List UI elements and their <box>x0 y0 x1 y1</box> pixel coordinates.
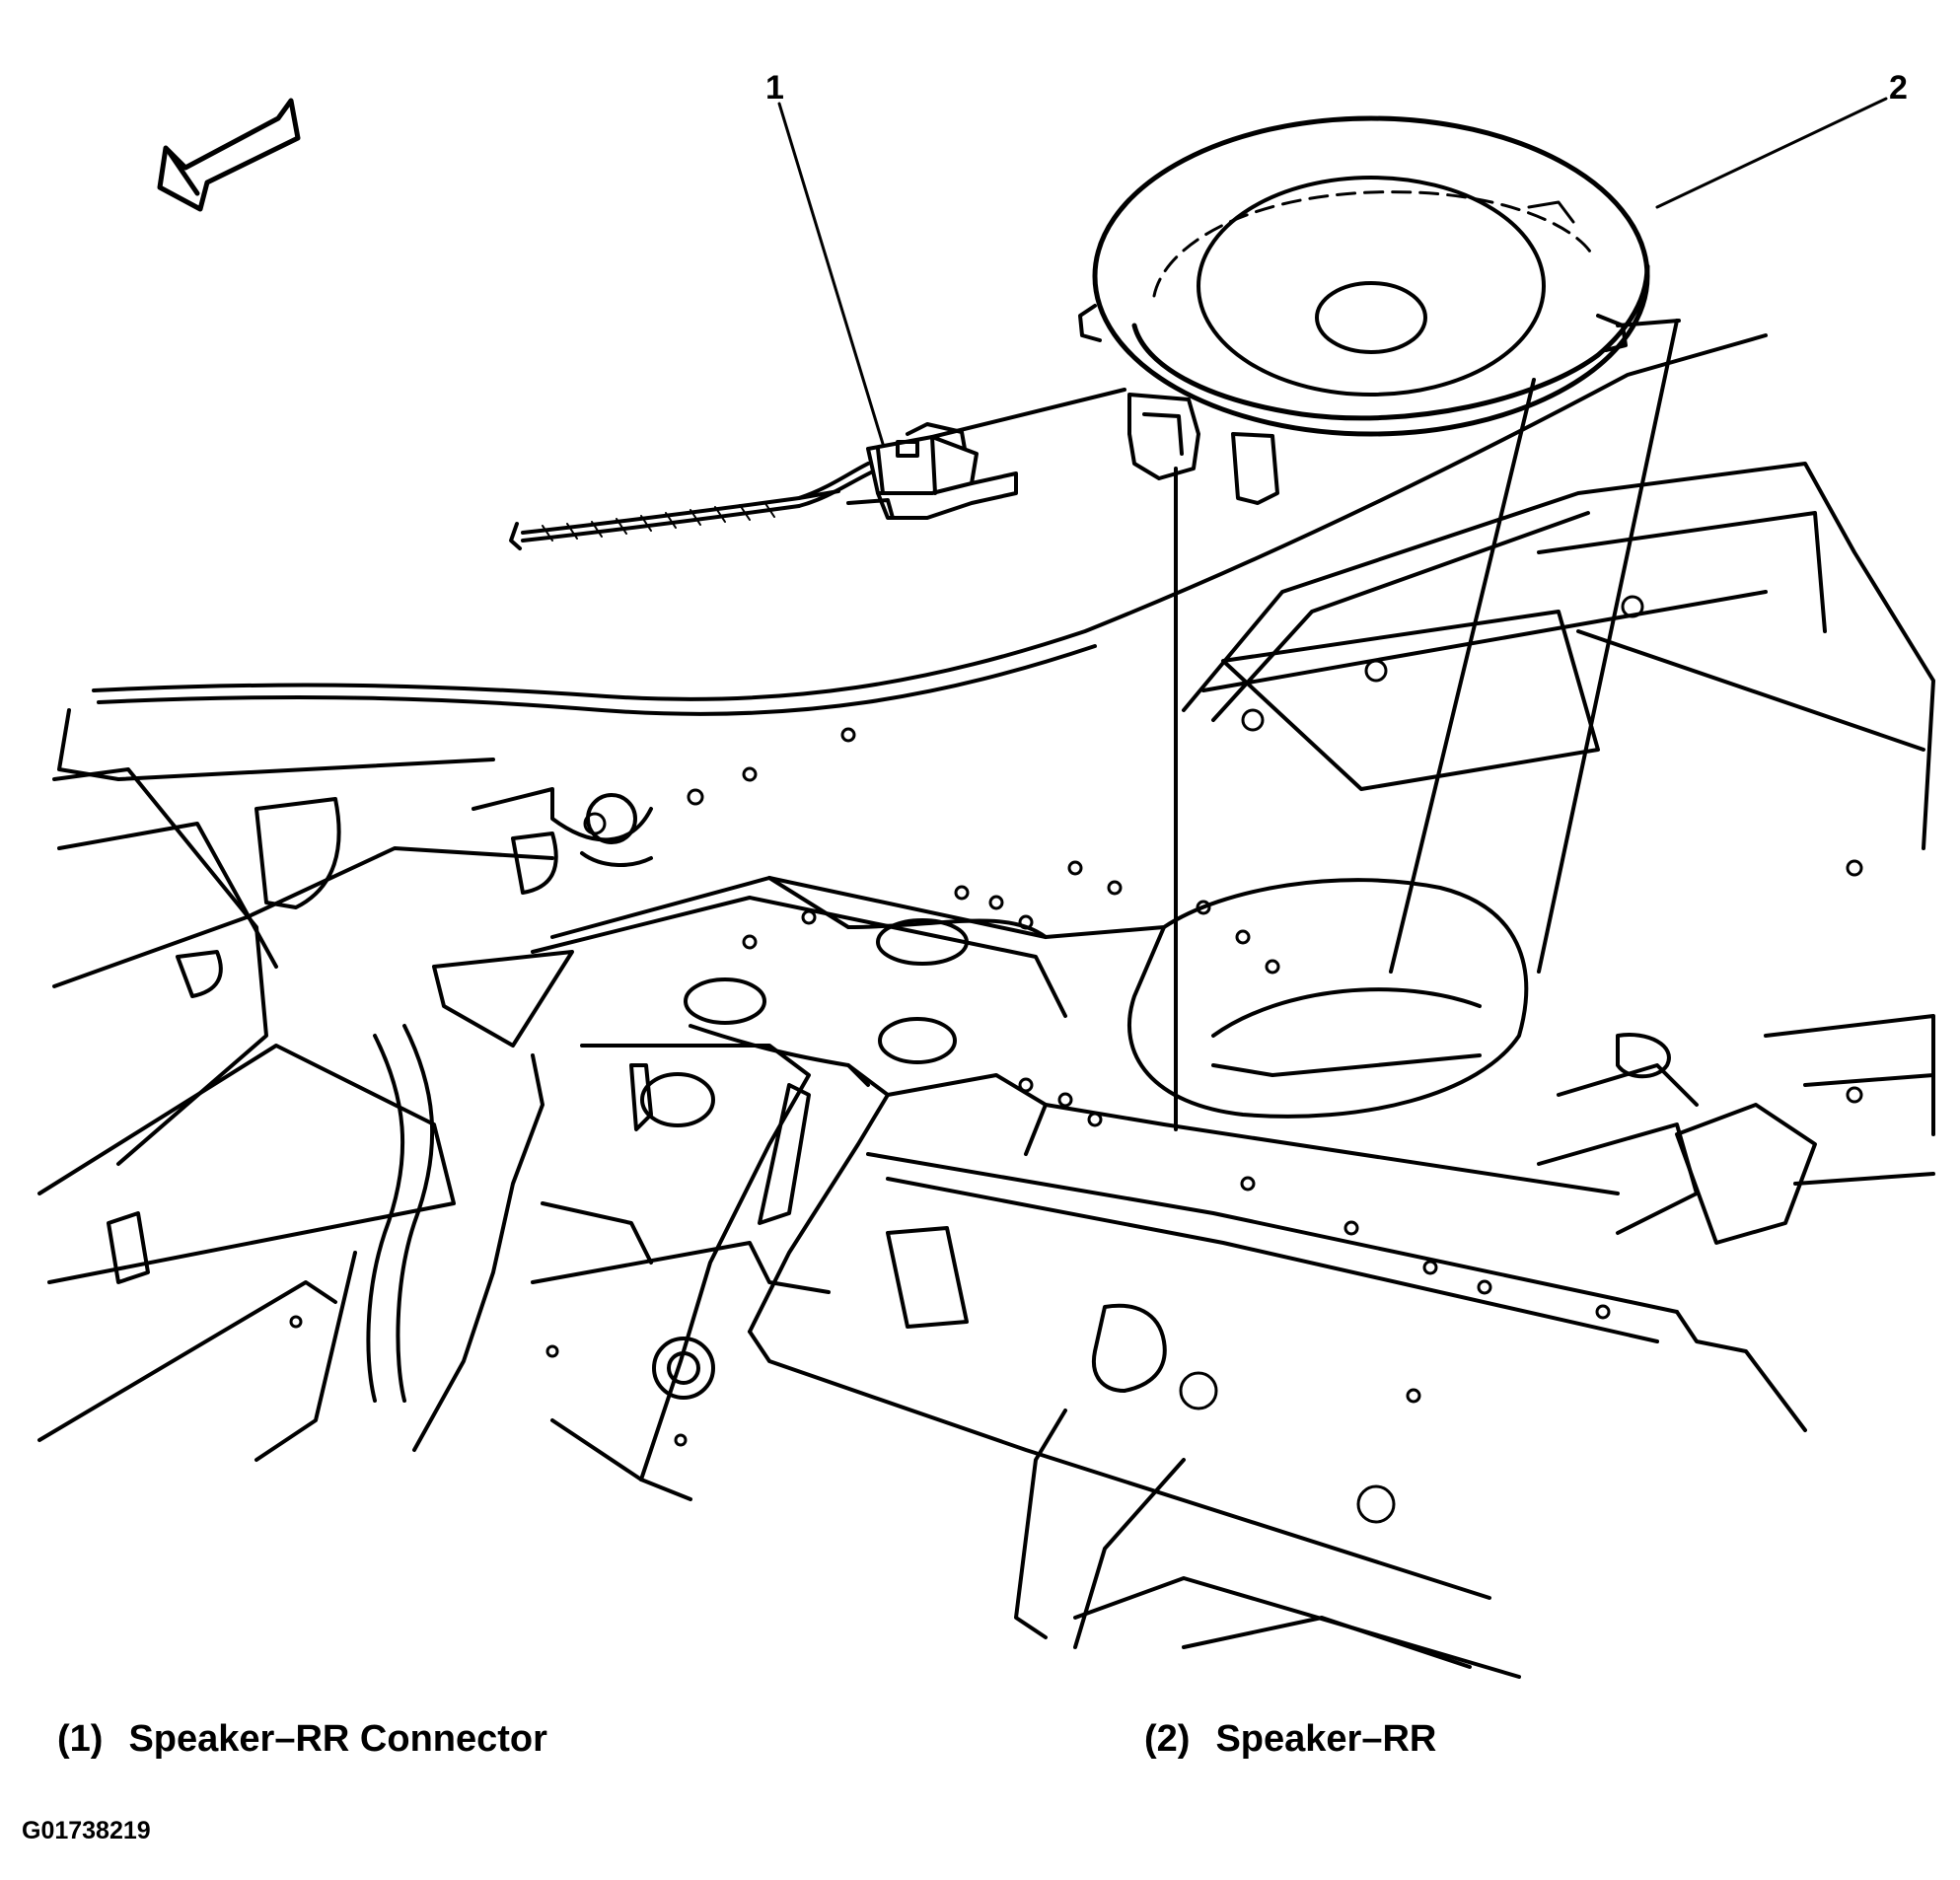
legend-item-2: (2) Speaker–RR <box>1144 1718 1436 1761</box>
legend-item-1-label: Speaker–RR Connector <box>128 1718 547 1760</box>
figure-id: G01738219 <box>22 1817 151 1844</box>
legend-item-2-number: (2) <box>1144 1718 1191 1760</box>
callout-leaders <box>777 97 1888 446</box>
speaker-connector-assembly <box>509 388 1126 550</box>
speaker-assembly <box>1078 115 1681 1131</box>
speaker-location-diagram <box>37 97 1935 1679</box>
callout-number-1: 1 <box>765 69 784 107</box>
legend-item-1: (1) Speaker–RR Connector <box>57 1718 547 1761</box>
front-direction-arrow-icon <box>157 98 301 212</box>
callout-number-2: 2 <box>1889 69 1908 107</box>
vehicle-body-structure <box>37 333 1935 1679</box>
legend-item-1-number: (1) <box>57 1718 104 1760</box>
legend-item-2-label: Speaker–RR <box>1215 1718 1437 1760</box>
